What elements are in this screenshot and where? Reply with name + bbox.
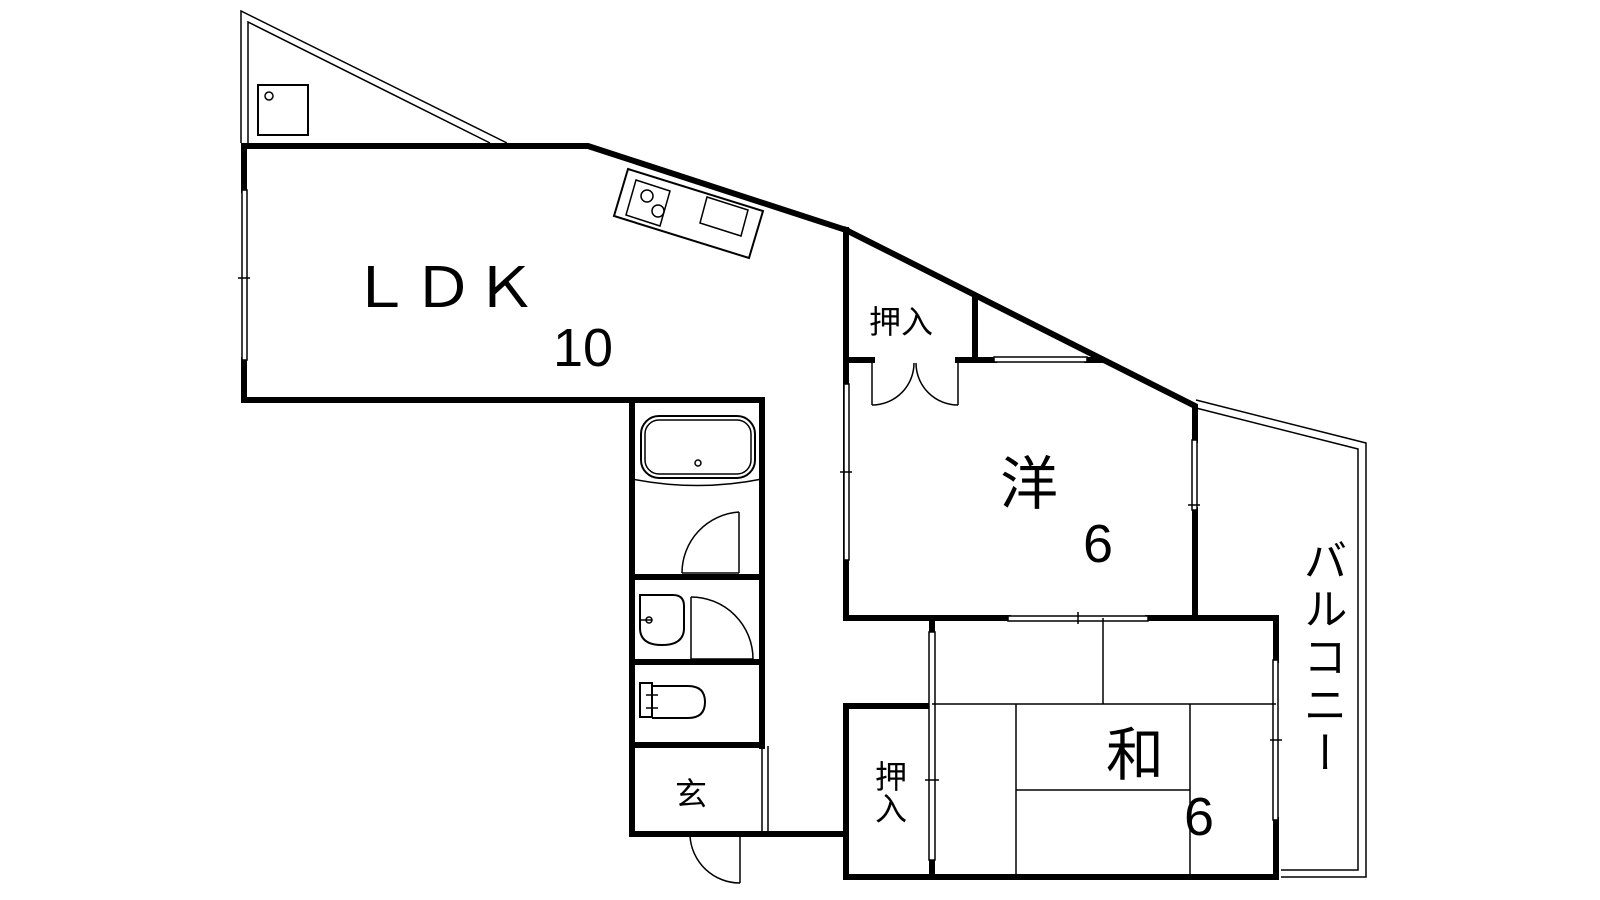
doors	[681, 362, 959, 884]
labels: ＬＤＫ 10 洋 6 和 6 押入 押入 玄 バルコニー	[349, 256, 1347, 847]
ldk-label: ＬＤＫ	[349, 256, 537, 321]
western-room-size: 6	[1083, 514, 1113, 574]
closet-top-label: 押入	[869, 303, 933, 341]
ldk-size: 10	[553, 318, 613, 378]
entrance-label: 玄	[675, 775, 707, 813]
washbasin-icon	[639, 594, 685, 647]
tatami-lines	[932, 618, 1276, 877]
japanese-room-size: 6	[1184, 787, 1214, 847]
fixtures	[631, 415, 763, 719]
japanese-room-label: 和	[1106, 721, 1164, 789]
kitchen-counter	[612, 167, 765, 260]
right-balcony	[1195, 399, 1367, 878]
top-balcony	[240, 9, 508, 144]
closet-bottom-label: 押入	[870, 760, 908, 824]
western-room-label: 洋	[1000, 450, 1058, 518]
stove-icon	[625, 179, 671, 227]
bathtub-icon	[631, 415, 763, 487]
toilet-icon	[639, 682, 707, 719]
walls	[241, 143, 1279, 880]
washer-icon	[257, 84, 309, 136]
balcony-label: バルコニー	[1296, 538, 1347, 778]
sink-icon	[699, 196, 749, 237]
windows	[238, 189, 1282, 834]
